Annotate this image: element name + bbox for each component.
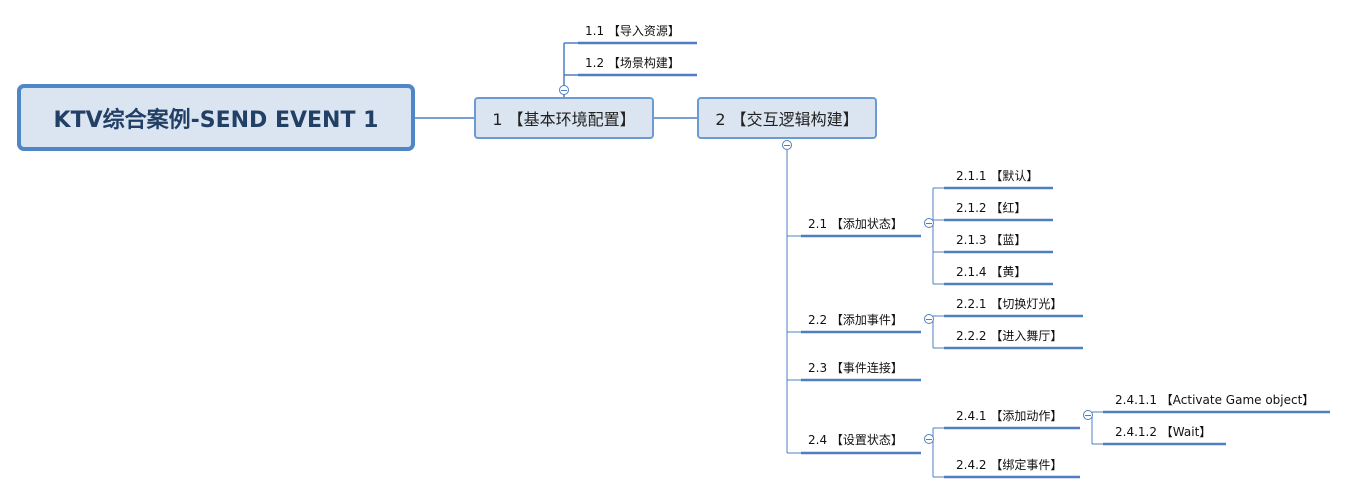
- branch-2-label: 2 【交互逻辑构建】: [715, 110, 859, 129]
- collapse-toggle-icon[interactable]: [924, 434, 934, 444]
- collapse-toggle-icon[interactable]: [1083, 410, 1093, 420]
- topic-2-4-1[interactable]: 2.4.1 【添加动作】: [956, 409, 1063, 423]
- branch-1-topic[interactable]: 1 【基本环境配置】: [474, 97, 654, 139]
- topic-2-2-1[interactable]: 2.2.1 【切换灯光】: [956, 297, 1063, 311]
- topic-2-2-2[interactable]: 2.2.2 【进入舞厅】: [956, 329, 1063, 343]
- collapse-toggle-icon[interactable]: [924, 314, 934, 324]
- branch-2-topic[interactable]: 2 【交互逻辑构建】: [697, 97, 877, 139]
- topic-1-1[interactable]: 1.1 【导入资源】: [585, 24, 680, 38]
- topic-2-2[interactable]: 2.2 【添加事件】: [808, 313, 903, 327]
- topic-2-4-2[interactable]: 2.4.2 【绑定事件】: [956, 458, 1063, 472]
- topic-2-4-1-1[interactable]: 2.4.1.1 【Activate Game object】: [1115, 393, 1315, 407]
- topic-2-4[interactable]: 2.4 【设置状态】: [808, 433, 903, 447]
- topic-2-1-3[interactable]: 2.1.3 【蓝】: [956, 233, 1027, 247]
- topic-2-4-1-2[interactable]: 2.4.1.2 【Wait】: [1115, 425, 1212, 439]
- collapse-toggle-icon[interactable]: [782, 140, 792, 150]
- root-topic-label: KTV综合案例-SEND EVENT 1: [53, 107, 379, 133]
- topic-1-2[interactable]: 1.2 【场景构建】: [585, 56, 680, 70]
- topic-2-1[interactable]: 2.1 【添加状态】: [808, 217, 903, 231]
- branch-1-label: 1 【基本环境配置】: [492, 110, 636, 129]
- collapse-toggle-icon[interactable]: [559, 85, 569, 95]
- topic-2-1-4[interactable]: 2.1.4 【黄】: [956, 265, 1027, 279]
- topic-2-3[interactable]: 2.3 【事件连接】: [808, 361, 903, 375]
- root-topic[interactable]: KTV综合案例-SEND EVENT 1: [17, 84, 415, 151]
- topic-2-1-2[interactable]: 2.1.2 【红】: [956, 201, 1027, 215]
- collapse-toggle-icon[interactable]: [924, 218, 934, 228]
- topic-2-1-1[interactable]: 2.1.1 【默认】: [956, 169, 1039, 183]
